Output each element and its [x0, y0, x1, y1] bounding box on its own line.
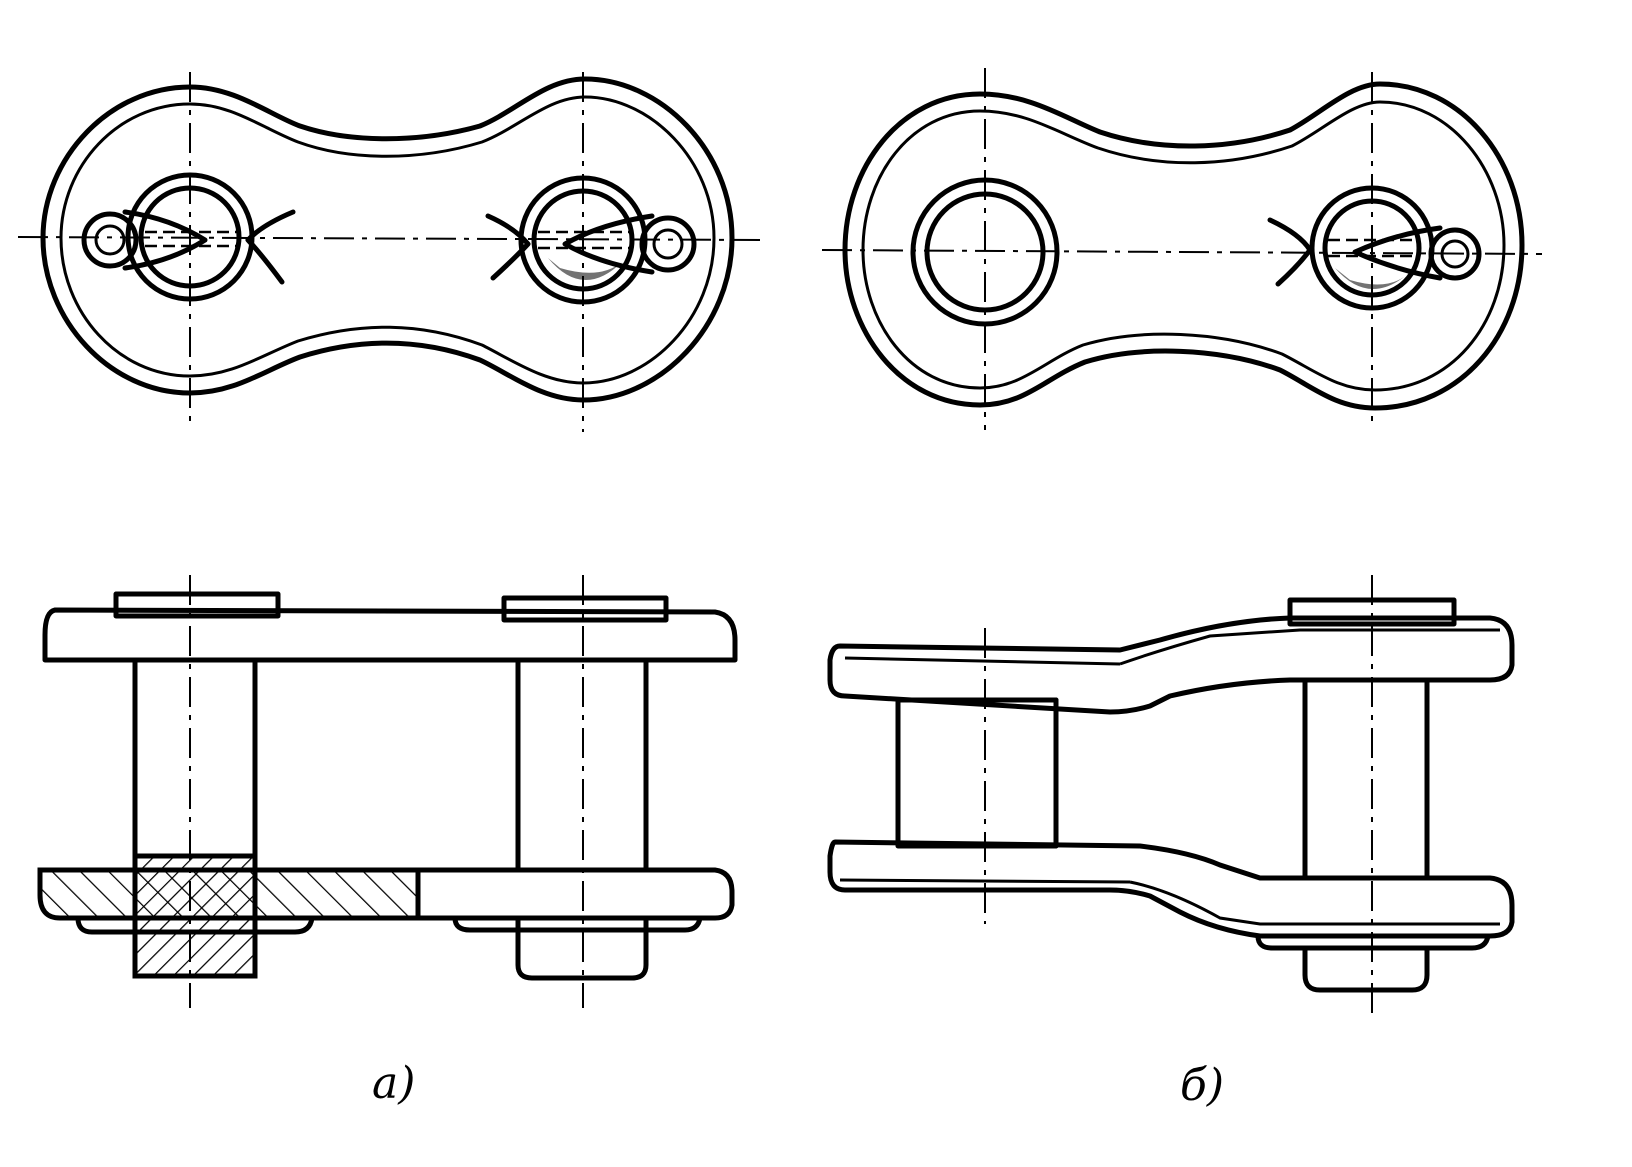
inner-plate-outline: [861, 100, 1506, 392]
panel-a-label: a): [372, 1058, 415, 1109]
cranked-bottom-plate: [827, 839, 1515, 939]
pin-head-top-left: [113, 591, 281, 619]
outer-plate-outline: [842, 81, 1525, 411]
washer-left: [75, 915, 315, 935]
cotter-pin-right: [485, 213, 697, 281]
washer-right: [452, 915, 703, 933]
panel-a-side-view: [37, 575, 738, 1008]
panel-b-label: б): [1180, 1060, 1224, 1111]
pin-shading-right: [548, 258, 622, 281]
pin-shading-right: [1335, 268, 1410, 290]
cranked-top-plate: [827, 615, 1515, 715]
panel-b-side-view: [827, 575, 1515, 1014]
pin-body-right: [1302, 677, 1430, 881]
panel-b-plate-top-view: [821, 68, 1543, 430]
pin-end-right: [515, 915, 649, 981]
bushing-body-left: [895, 697, 1059, 849]
centerline-horizontal: [17, 236, 761, 241]
bottom-plate: [415, 867, 735, 921]
top-plate: [42, 607, 738, 663]
washer-right: [1255, 933, 1491, 951]
centerline-horizontal: [821, 249, 1543, 255]
panel-a-plate-top-view: [17, 72, 761, 432]
pin-end-right: [1302, 945, 1430, 993]
cotter-pin-left: [81, 209, 296, 285]
pin-body-left: [132, 657, 258, 859]
outer-plate-outline: [40, 76, 735, 403]
